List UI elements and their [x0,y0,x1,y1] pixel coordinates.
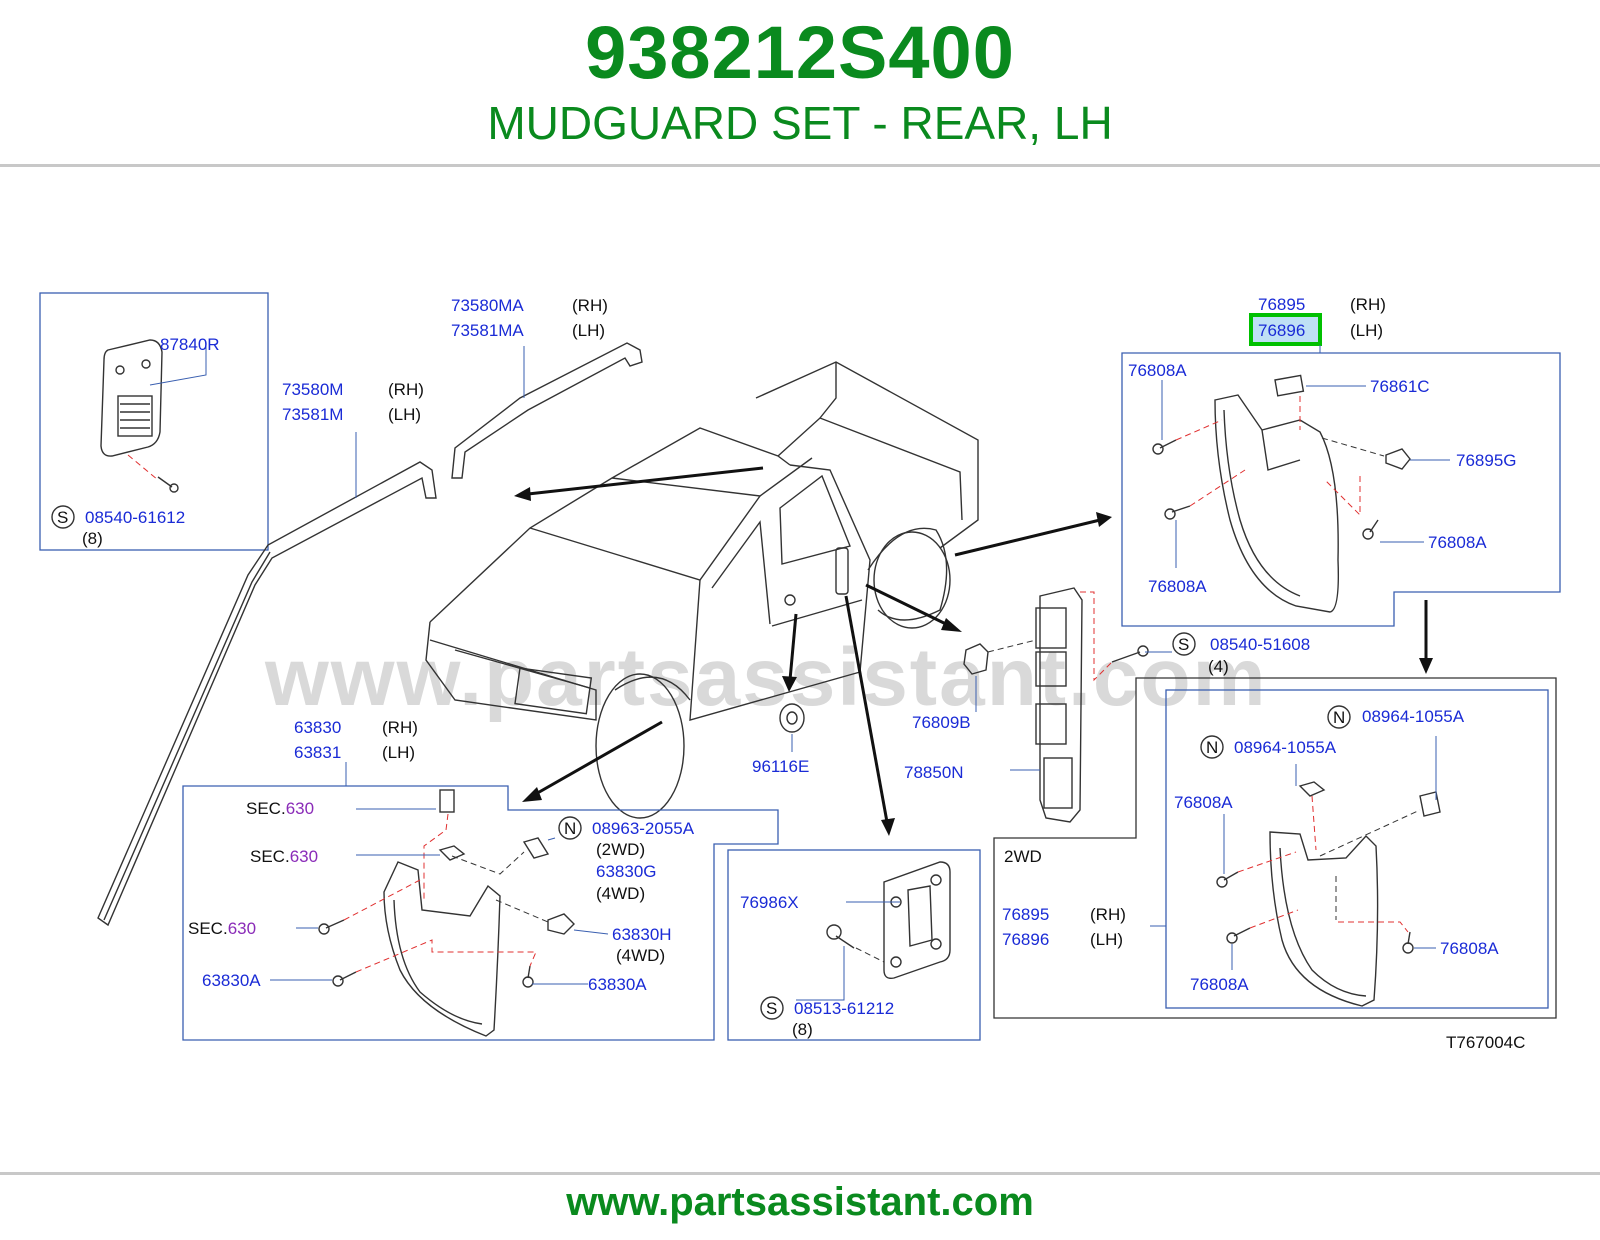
label-76895G[interactable]: 76895G [1456,451,1517,470]
label-2wd: 2WD [1004,847,1042,866]
label-73581MA[interactable]: 73581MA [451,321,524,340]
n-symbol-1: N [564,819,576,838]
note-rh-76895: (RH) [1350,295,1386,314]
lead-87840R [149,345,207,386]
box-76986X [727,849,981,1041]
truck-body-drawing [425,361,979,819]
qty-08540-61612: (8) [82,529,103,548]
label-63830A-2[interactable]: 63830A [588,975,647,994]
n-symbol-3: N [1206,738,1218,757]
part-number-title: 938212S400 [585,11,1015,94]
note-lh-63831: (LH) [382,743,415,762]
sec-num-3[interactable]: 630 [228,919,256,938]
label-76808A-1[interactable]: 76808A [1128,361,1187,380]
s-symbol: S [57,508,68,527]
s-symbol-circle [51,505,75,529]
note-4wd-b: (4WD) [616,946,665,965]
label-08964-1055A-1[interactable]: 08964-1055A [1362,707,1465,726]
sec-prefix-3: SEC. [188,919,228,938]
label-63830G[interactable]: 63830G [596,862,657,881]
label-76895-bot[interactable]: 76895 [1002,905,1049,924]
label-76808A-2[interactable]: 76808A [1428,533,1487,552]
label-63830H[interactable]: 63830H [612,925,672,944]
label-87840R[interactable]: 87840R [160,335,220,354]
part-description: MUDGUARD SET - REAR, LH [487,97,1113,149]
label-76896-bot[interactable]: 76896 [1002,930,1049,949]
note-4wd-a: (4WD) [596,884,645,903]
sec-ref-1: SEC.630 [246,799,314,818]
box-mudguard-63830 [182,785,779,1041]
s-symbol-3: S [766,999,777,1018]
n-symbol-circle-2 [1327,705,1351,729]
label-96116E[interactable]: 96116E [752,757,809,776]
label-76808A-5[interactable]: 76808A [1440,939,1499,958]
mudguard-2wd-drawing [1216,781,1441,1007]
label-76808A-4[interactable]: 76808A [1174,793,1233,812]
mudguard-4wd-drawing [1152,374,1411,613]
box-87840R [39,292,269,551]
label-08964-1055A-2[interactable]: 08964-1055A [1234,738,1337,757]
sec-num-1[interactable]: 630 [286,799,314,818]
note-rh-76895-bot: (RH) [1090,905,1126,924]
label-76896-top[interactable]: 76896 [1258,321,1305,340]
pointer-arrows [514,466,1433,836]
label-76809B[interactable]: 76809B [912,713,971,732]
label-08540-51608[interactable]: 08540-51608 [1210,635,1310,654]
note-lh-73581M: (LH) [388,405,421,424]
note-rh-73580MA: (RH) [572,296,608,315]
figure-code: T767004C [1446,1033,1525,1052]
label-76808A-6[interactable]: 76808A [1190,975,1249,994]
label-76861C[interactable]: 76861C [1370,377,1430,396]
label-78850N[interactable]: 78850N [904,763,964,782]
n-symbol-2: N [1333,708,1345,727]
s-symbol-circle-2 [1172,632,1196,656]
note-lh-76896: (LH) [1350,321,1383,340]
note-rh-63830: (RH) [382,718,418,737]
label-76895-top[interactable]: 76895 [1258,295,1305,314]
label-63831[interactable]: 63831 [294,743,341,762]
box-mudguard-4wd [1121,352,1561,627]
label-08540-61612[interactable]: 08540-61612 [85,508,185,527]
note-2wd-a: (2WD) [596,840,645,859]
s-symbol-circle-3 [760,996,784,1020]
label-73580MA[interactable]: 73580MA [451,296,524,315]
footer-site-link[interactable]: www.partsassistant.com [566,1180,1034,1224]
sec-ref-2: SEC.630 [250,847,318,866]
roof-moulding-drawing [451,342,643,479]
note-lh-73581MA: (LH) [572,321,605,340]
label-76986X[interactable]: 76986X [740,893,799,912]
qty-08513-61212: (8) [792,1020,813,1039]
sec-prefix-1: SEC. [246,799,286,818]
side-moulding-drawing [97,461,437,927]
part-87840R-drawing [100,339,163,457]
label-08963-2055A[interactable]: 08963-2055A [592,819,695,838]
highlight-76896 [1249,313,1322,346]
note-rh-73580M: (RH) [388,380,424,399]
n-symbol-circle-1 [558,816,582,840]
label-63830A-1[interactable]: 63830A [202,971,261,990]
label-73580M[interactable]: 73580M [282,380,343,399]
label-63830[interactable]: 63830 [294,718,341,737]
box-2wd-inner [1165,689,1549,1009]
box-2wd-outer [993,677,1557,1019]
n-symbol-circle-3 [1200,735,1224,759]
watermark: www.partsassistant.com [264,632,1268,723]
qty-08540-51608: (4) [1208,657,1229,676]
sec-num-2[interactable]: 630 [290,847,318,866]
sec-ref-3: SEC.630 [188,919,256,938]
screw-08540-61612 [157,476,179,493]
label-73581M[interactable]: 73581M [282,405,343,424]
plate-76986X-drawing [826,861,951,980]
splash-shield-78850N-drawing [963,587,1149,823]
label-08513-61212[interactable]: 08513-61212 [794,999,894,1018]
s-symbol-2: S [1178,635,1189,654]
label-76808A-3[interactable]: 76808A [1148,577,1207,596]
header-divider [0,164,1600,167]
note-lh-76896-bot: (LH) [1090,930,1123,949]
grommet-96116E [779,703,805,733]
footer-divider [0,1172,1600,1175]
sec-prefix-2: SEC. [250,847,290,866]
